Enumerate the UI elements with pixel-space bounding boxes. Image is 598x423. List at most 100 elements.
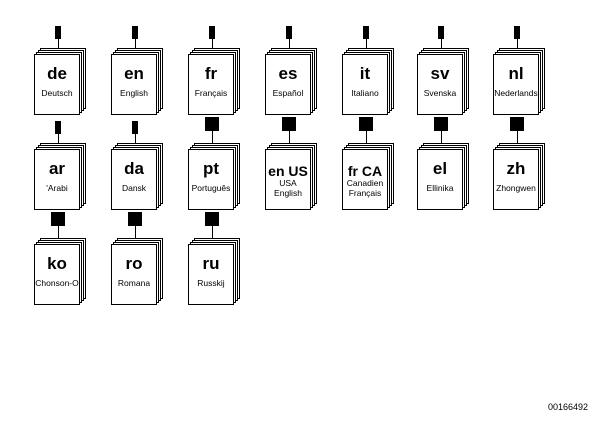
- book-tab-marker: [359, 117, 373, 131]
- language-code: fr: [204, 64, 218, 83]
- language-code: en US: [268, 163, 308, 179]
- language-code: pt: [202, 159, 220, 178]
- language-name: Svenska: [423, 88, 457, 98]
- language-name-line1: Canadien: [346, 178, 384, 188]
- book-tab-stem: [212, 131, 213, 149]
- language-name: Russkij: [197, 278, 225, 288]
- book-tab-marker: [510, 117, 524, 131]
- language-name: Deutsch: [41, 88, 73, 98]
- book-tab-stem: [212, 39, 213, 54]
- language-code: da: [124, 159, 144, 178]
- book-tab-marker: [205, 117, 219, 131]
- language-name: Français: [194, 88, 228, 98]
- book-tab-stem: [212, 226, 213, 244]
- book-tab-stem: [58, 226, 59, 244]
- book-tab-stem: [441, 131, 442, 149]
- book-tab-marker: [132, 121, 138, 134]
- book-tab-stem: [58, 134, 59, 149]
- language-name: Romana: [117, 278, 151, 288]
- language-name-line1: USA: [279, 178, 297, 188]
- book-tab-stem: [366, 131, 367, 149]
- book-tab-stem: [441, 39, 442, 54]
- language-name-line2: English: [274, 188, 302, 198]
- language-name: Português: [191, 183, 231, 193]
- language-name: Zhongwen: [496, 183, 536, 193]
- book-tab-marker: [438, 26, 444, 39]
- book-tab-stem: [135, 226, 136, 244]
- diagram-reference-number: 00166492: [547, 402, 588, 412]
- book-tab-marker: [363, 26, 369, 39]
- book-tab-stem: [289, 39, 290, 54]
- language-code: ar: [48, 159, 66, 178]
- language-code: zh: [506, 159, 526, 178]
- book-tab-stem: [135, 134, 136, 149]
- language-name: Chonson-O: [35, 278, 79, 288]
- language-code: sv: [430, 64, 450, 83]
- language-name: Español: [272, 88, 304, 98]
- language-name: English: [120, 88, 148, 98]
- language-name: Dansk: [121, 183, 147, 193]
- language-book-ar: ar 'Arabi: [34, 121, 86, 210]
- language-code: ko: [47, 254, 67, 273]
- book-tab-stem: [517, 39, 518, 54]
- language-code: fr CA: [347, 163, 383, 179]
- book-tab-marker: [55, 121, 61, 134]
- book-tab-stem: [517, 131, 518, 149]
- book-tab-marker: [205, 212, 219, 226]
- book-tab-marker: [209, 26, 215, 39]
- language-name: Ellinika: [426, 183, 454, 193]
- book-tab-stem: [58, 39, 59, 54]
- language-name-line2: Français: [348, 188, 382, 198]
- book-tab-stem: [366, 39, 367, 54]
- book-tab-marker: [434, 117, 448, 131]
- book-tab-marker: [282, 117, 296, 131]
- language-code: nl: [508, 64, 524, 83]
- language-code: en: [124, 64, 144, 83]
- language-code: ru: [202, 254, 220, 273]
- book-tab-marker: [128, 212, 142, 226]
- language-name: 'Arabi: [46, 183, 68, 193]
- book-tab-marker: [132, 26, 138, 39]
- language-code: el: [432, 159, 448, 178]
- language-code: es: [278, 64, 298, 83]
- book-tab-stem: [135, 39, 136, 54]
- language-name: Italiano: [351, 88, 379, 98]
- book-tab-marker: [514, 26, 520, 39]
- book-tab-stem: [289, 131, 290, 149]
- language-code: it: [359, 64, 371, 83]
- book-tab-marker: [286, 26, 292, 39]
- book-tab-marker: [51, 212, 65, 226]
- language-code: de: [47, 64, 67, 83]
